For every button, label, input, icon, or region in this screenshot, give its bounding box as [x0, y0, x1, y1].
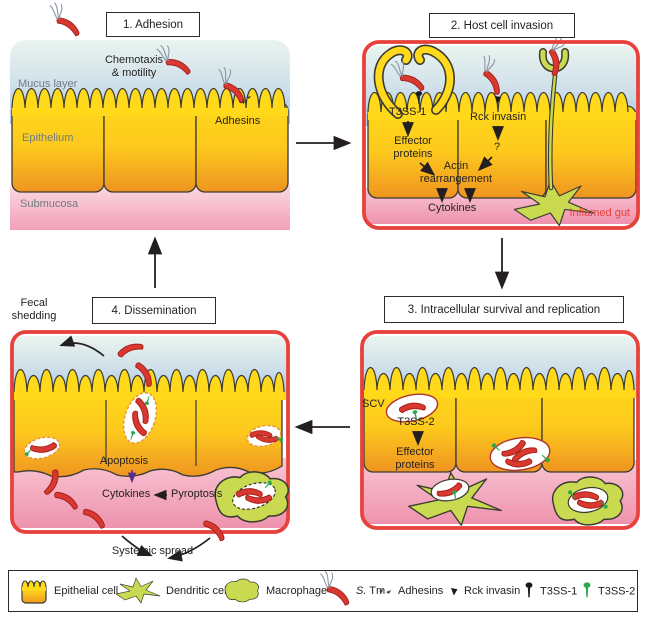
inflamed-gut-label: Inflamed gut [569, 207, 630, 219]
epithelial-cell-icon [21, 580, 47, 604]
cytokines-label: Cytokines [102, 488, 151, 500]
panel2-title: 2. Host cell invasion [450, 19, 554, 32]
t3ss2-label: T3SS-2 [397, 416, 435, 428]
bacterium-swimming-1 [44, 0, 86, 37]
effector-proteins-label: Effector proteins [395, 446, 435, 471]
legend-box: Epithelial cell Dendritic cell Macrophag… [8, 570, 638, 612]
panel1-title-box: 1. Adhesion [106, 12, 200, 37]
adhesin-marks [241, 96, 251, 104]
panel4-dissemination: Apoptosis Cytokines Pyroptosis [10, 330, 290, 562]
panel2-host-cell-invasion: T3SS-1 Effector proteins Rck invasin ? A… [362, 40, 640, 230]
legend-item-adhesins: Adhesins [377, 585, 443, 597]
escaping-vacuole-center [122, 392, 158, 444]
legend-label: Adhesins [398, 585, 444, 597]
rck-invasin-pin [495, 96, 501, 104]
inflamed-gut-border [362, 40, 640, 230]
panel3-title-box: 3. Intracellular survival and replicatio… [384, 296, 624, 323]
panel4-title-box: 4. Dissemination [92, 297, 216, 324]
s-tm-bacterium-icon [321, 576, 351, 606]
legend-item-rck-invasin: Rck invasin [449, 585, 520, 597]
panel1-graphics [10, 40, 290, 230]
effector-proteins-label: Effector proteins [393, 135, 433, 160]
adhesins-icon [379, 589, 391, 594]
vacuole-right [246, 424, 284, 448]
legend-item-dendritic-cell: Dendritic cell [115, 577, 229, 605]
macrophage-pyroptotic [214, 471, 290, 523]
apoptosis-label: Apoptosis [99, 455, 149, 467]
panel3-intracellular-survival: SCV T3SS-2 Effector proteins [360, 330, 640, 530]
legend-label: Macrophage [266, 585, 328, 597]
panel2-graphics [362, 40, 640, 230]
mucus-layer-label: Mucus layer [18, 78, 78, 90]
systemic-spread-label: Systemic spread [111, 545, 194, 557]
epithelial-cells [367, 105, 637, 199]
epithelial-cells [11, 101, 289, 193]
villi-outline [13, 369, 285, 393]
villi-outline [367, 91, 629, 113]
inflamed-gut-border [360, 330, 640, 530]
legend-label: T3SS-2 [598, 585, 636, 597]
panel3-graphics [360, 330, 640, 530]
rck-invasin-label: Rck invasin [470, 111, 527, 123]
fecal-shedding-arrow [59, 335, 105, 357]
rck-invasin-icon [451, 587, 458, 595]
villi-outline [11, 87, 286, 109]
legend-label: T3SS-1 [540, 585, 578, 597]
epithelial-cells [363, 383, 635, 473]
replicating-vacuole [489, 436, 551, 472]
scv-label: SCV [362, 398, 385, 410]
panel2-title-box: 2. Host cell invasion [429, 13, 575, 38]
dendritic-cell [408, 472, 502, 526]
villi-outline [363, 367, 635, 391]
cytokines-label: Cytokines [428, 202, 477, 214]
panel1-title: 1. Adhesion [122, 18, 184, 31]
systemic-spread-arrows [121, 535, 211, 562]
legend-label: S. Tm [356, 585, 386, 597]
legend-label: Dendritic cell [166, 585, 229, 597]
submucosa-label: Submucosa [20, 198, 79, 210]
legend-item-epithelial-cell: Epithelial cell [19, 575, 118, 607]
panel4-title: 4. Dissemination [111, 304, 197, 317]
panel3-title: 3. Intracellular survival and replicatio… [407, 303, 601, 316]
panel1-adhesion: Chemotaxis & motility Mucus layer Epithe… [10, 40, 290, 230]
question-mark-label: ? [494, 141, 501, 153]
legend-item-t3ss-2: T3SS-2 [581, 582, 636, 600]
villi-fill [12, 88, 288, 116]
actin-rearrangement-label: Actin rearrangement [419, 160, 493, 185]
membrane-ruffle [373, 44, 455, 119]
t3ss-1-pin-icon [525, 582, 533, 598]
legend-item-t3ss-1: T3SS-1 [523, 582, 578, 600]
t3ss-2-pin-icon [583, 582, 591, 598]
fecal-shedding-label: Fecal shedding [11, 297, 57, 322]
macrophage-icon [224, 578, 259, 603]
scv-vacuole [385, 393, 439, 423]
flow-arrows [402, 121, 504, 203]
legend-label: Epithelial cell [54, 585, 119, 597]
epithelium-label: Epithelium [22, 132, 74, 144]
pyroptosis-label: Pyroptosis [171, 488, 223, 500]
dendritic-cell-icon [115, 577, 161, 604]
legend-item-macrophage: Macrophage [223, 577, 327, 605]
submucosa-layer [10, 186, 290, 230]
legend-item-s-tm: S. Tm [321, 576, 385, 606]
t3ss1-label: T3SS-1 [389, 106, 427, 118]
cell-dividers [105, 392, 197, 466]
adhesins-label: Adhesins [215, 115, 261, 127]
inflamed-gut-border [10, 330, 290, 534]
dendritic-cell [513, 34, 595, 227]
macrophage [551, 476, 624, 526]
panel4-graphics [10, 330, 290, 562]
legend-label: Rck invasin [464, 585, 521, 597]
chemotaxis-label: Chemotaxis & motility [104, 54, 164, 79]
